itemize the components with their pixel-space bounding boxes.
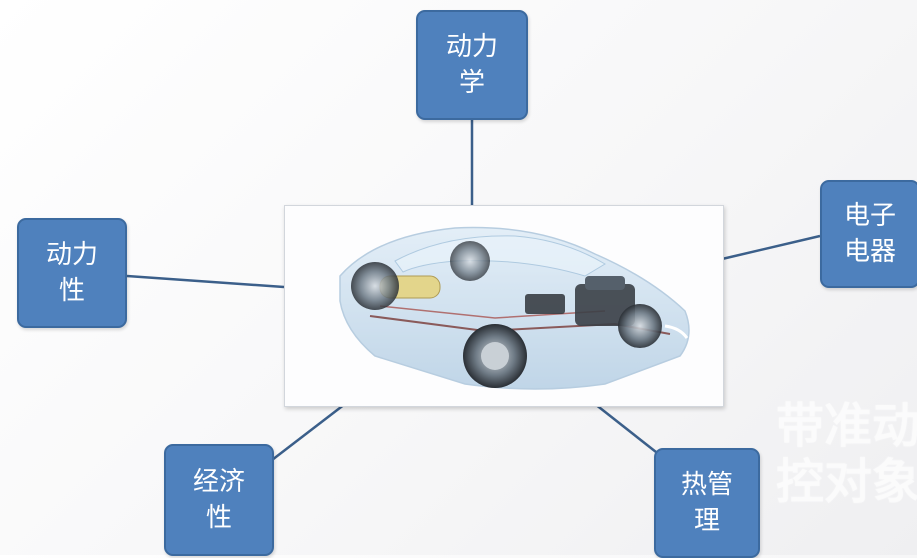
watermark-text: 带准动 控对象 [776, 398, 917, 510]
car-illustration [339, 226, 690, 390]
connector-bottom-right [594, 403, 657, 453]
node-dynamics: 动力 学 [416, 10, 528, 120]
node-dynamics-line2: 学 [458, 68, 485, 98]
node-electronics-line1: 电子 [843, 201, 896, 231]
watermark-line1: 带准动 [776, 398, 917, 454]
node-electronics: 电子 电器 [820, 180, 917, 288]
connector-left [126, 274, 285, 289]
node-power-performance-line1: 动力 [45, 240, 98, 270]
node-power-performance: 动力 性 [17, 218, 127, 328]
node-thermal-management: 热管 理 [654, 448, 760, 558]
node-economy-line1: 经济 [192, 467, 245, 497]
node-electronics-line2: 电器 [843, 237, 896, 267]
node-economy: 经济 性 [164, 444, 274, 556]
node-economy-line2: 性 [205, 503, 232, 533]
node-power-performance-line2: 性 [58, 276, 85, 306]
node-thermal-management-line2: 理 [693, 506, 720, 536]
connector-right [721, 234, 821, 261]
connector-bottom-left [271, 403, 346, 461]
node-thermal-management-line1: 热管 [680, 470, 733, 500]
node-dynamics-line1: 动力 [445, 32, 498, 62]
watermark-line2: 控对象 [776, 454, 917, 510]
car-chassis-image [284, 205, 724, 407]
